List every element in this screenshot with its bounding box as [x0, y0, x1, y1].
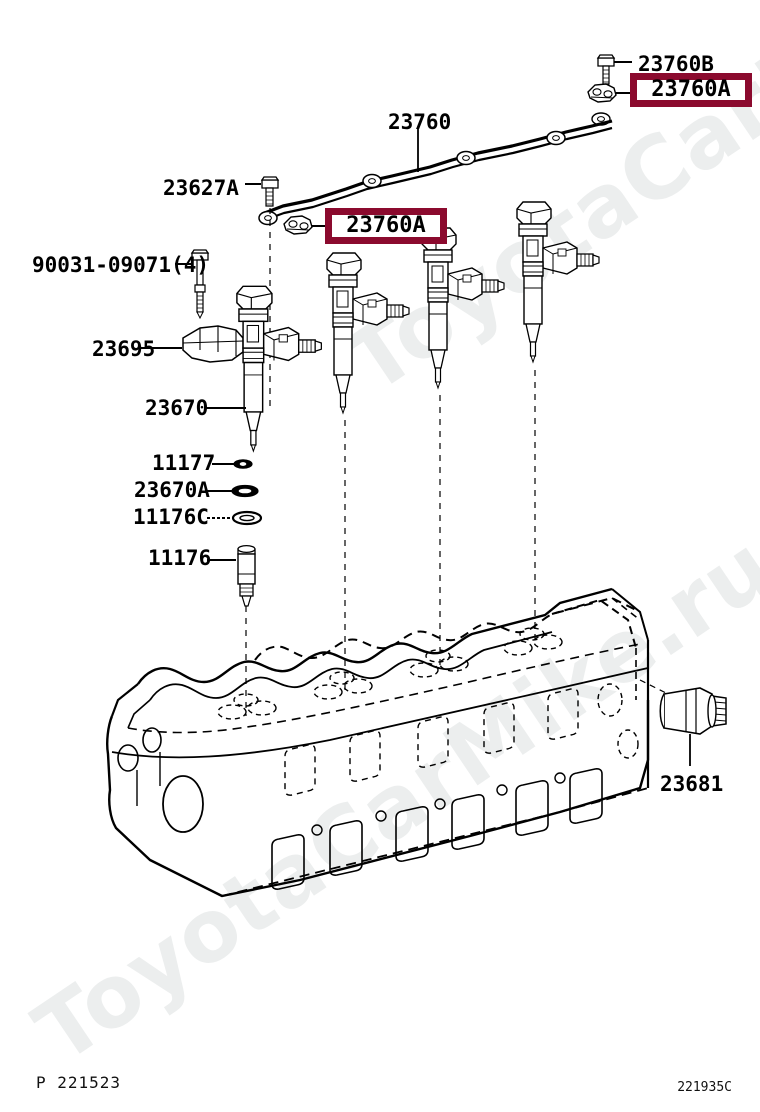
part-23627A-bolt — [245, 176, 280, 207]
part-23681-connector — [639, 679, 727, 766]
part-label-23627A: 23627A — [163, 176, 239, 200]
part-23695-clamp — [140, 325, 244, 363]
part-23670A-oring — [207, 484, 259, 498]
part-23670-injector-3 — [421, 227, 505, 389]
part-cylinder-head — [106, 587, 650, 898]
part-11176C-gasket — [207, 510, 263, 526]
part-23760A-clamp-top — [587, 83, 630, 103]
highlight-text: 23760A — [651, 77, 731, 102]
part-label-23670A: 23670A — [134, 478, 210, 502]
highlight-text: 23760A — [346, 213, 426, 238]
part-label-23670: 23670 — [145, 396, 209, 420]
part-23760-fuel-pipe — [258, 119, 613, 226]
part-label-23760: 23760 — [388, 110, 452, 134]
part-11177-washer — [212, 459, 253, 469]
part-label-23760B: 23760B — [638, 52, 714, 76]
part-11176-sleeve — [207, 544, 256, 607]
footer-diagram-code: 221935C — [677, 1080, 732, 1095]
part-label-23695: 23695 — [92, 337, 156, 361]
part-label-11177: 11177 — [152, 451, 216, 475]
highlighted-part-label-23760A-top: 23760A — [630, 73, 752, 107]
footer-page-code: P 221523 — [36, 1073, 122, 1092]
part-label-11176: 11176 — [148, 546, 212, 570]
part-label-11176C: 11176C — [133, 505, 209, 529]
part-23670-injector-2 — [326, 252, 410, 414]
part-23670-injector-4 — [516, 201, 600, 363]
part-90031-bolt — [175, 249, 210, 320]
part-23670-injector-1 — [236, 285, 323, 452]
part-label-23681: 23681 — [660, 772, 724, 796]
part-23760B-bolt — [596, 54, 632, 85]
part-23760A-clamp-mid — [283, 215, 326, 235]
part-label-90031-09071: 90031-09071(4) — [32, 253, 210, 277]
highlighted-part-label-23760A-mid: 23760A — [325, 208, 447, 244]
